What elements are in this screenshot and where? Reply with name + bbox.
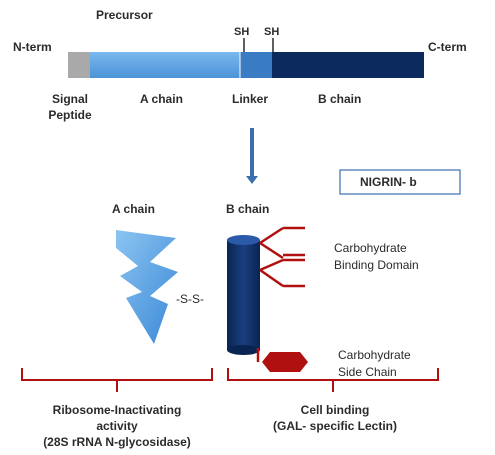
a-chain-label: A chain: [112, 202, 155, 216]
signal-peptide-line2: Peptide: [48, 108, 92, 122]
carbohydrate-side-chain-icon: [262, 352, 308, 372]
disulfide-bond-label: -S-S-: [176, 292, 204, 306]
nigrin-label: NIGRIN- b: [360, 175, 417, 189]
a-function-line3: (28S rRNA N-glycosidase): [43, 435, 191, 449]
n-term-label: N-term: [13, 40, 52, 54]
a-chain-precursor-label: A chain: [140, 92, 183, 106]
b-function-bracket: [227, 368, 439, 392]
b-chain-precursor-label: B chain: [318, 92, 362, 106]
precursor-title: Precursor: [96, 8, 153, 22]
a-function-line2: activity: [96, 419, 138, 433]
down-arrow-head: [246, 176, 258, 184]
sh-label-2: SH: [264, 26, 280, 38]
signal-peptide-label: Signal Peptide: [40, 92, 100, 122]
b-chain-label: B chain: [226, 202, 270, 216]
b-chain-function-label: Cell binding (GAL- specific Lectin): [250, 402, 420, 434]
carb-binding-line1: Carbohydrate: [334, 241, 407, 255]
b-chain-segment: [272, 52, 424, 78]
signal-peptide-segment: [68, 52, 90, 78]
down-arrow-shaft: [250, 128, 254, 178]
a-function-line1: Ribosome-Inactivating: [52, 403, 182, 417]
sh-label-1: SH: [234, 26, 250, 38]
carbohydrate-binding-label: Carbohydrate Binding Domain: [334, 240, 419, 274]
carb-side-line1: Carbohydrate: [338, 348, 411, 362]
a-chain-lightning-icon: [116, 230, 178, 344]
b-chain-cylinder: [227, 240, 260, 350]
carbohydrate-binding-branches: [259, 226, 305, 288]
linker-segment: [240, 52, 272, 78]
a-chain-segment: [90, 52, 240, 78]
nigrin-box: [339, 169, 461, 195]
signal-peptide-line1: Signal: [51, 92, 88, 106]
b-function-line2: (GAL- specific Lectin): [272, 419, 397, 433]
carbohydrate-side-chain-label: Carbohydrate Side Chain: [338, 347, 411, 381]
linker-label: Linker: [232, 92, 269, 106]
b-function-line1: Cell binding: [300, 403, 370, 417]
carb-binding-line2: Binding Domain: [334, 258, 419, 272]
c-term-label: C-term: [428, 40, 467, 54]
a-chain-function-label: Ribosome-Inactivating activity (28S rRNA…: [12, 402, 222, 450]
a-function-bracket: [21, 368, 213, 392]
carb-side-line2: Side Chain: [338, 365, 397, 379]
